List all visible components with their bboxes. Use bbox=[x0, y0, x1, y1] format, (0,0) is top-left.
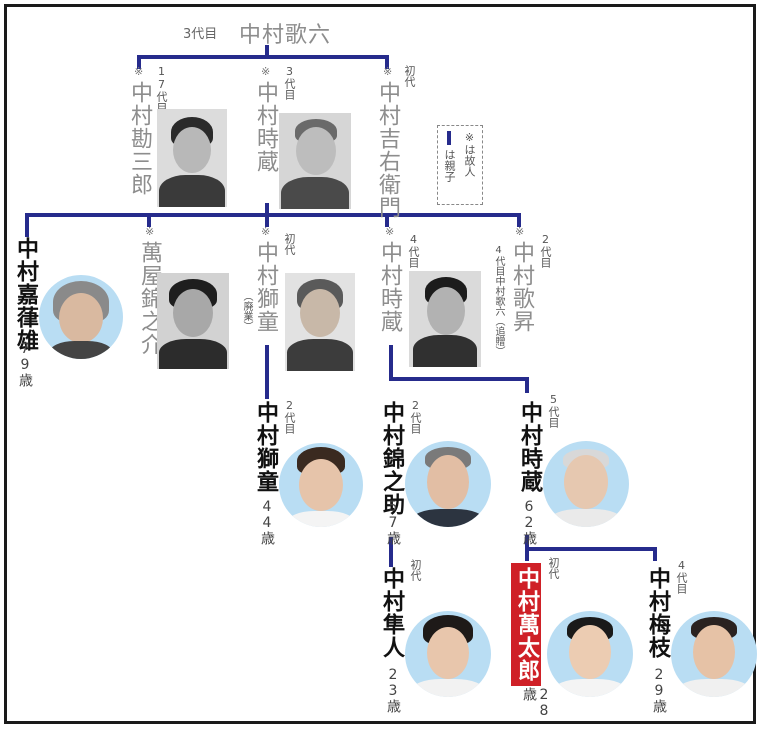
kazuo-portrait bbox=[39, 275, 123, 359]
baishi-generation: 4代目 bbox=[675, 559, 688, 594]
hayato-generation: 初代 bbox=[409, 559, 422, 581]
tokizo5-stem bbox=[525, 535, 529, 551]
kinnosuke2-generation: 2代目 bbox=[409, 399, 422, 434]
tokizo3-photo bbox=[279, 113, 351, 209]
gen4-drop-mantaro bbox=[525, 547, 529, 561]
kanzaburo-photo bbox=[157, 109, 227, 207]
shido1-generation: 初代 bbox=[283, 233, 296, 255]
baishi-portrait bbox=[671, 611, 757, 697]
kazuo-age: 79歳 bbox=[17, 341, 33, 387]
shido1-note: （廃業） bbox=[241, 291, 252, 331]
hayato-age: 23歳 bbox=[385, 667, 401, 713]
gen2-drop-kazuo bbox=[25, 213, 29, 237]
kanzaburo-name: 中村勘三郎 bbox=[127, 81, 152, 196]
kichiemon-generation: 初代 bbox=[403, 65, 416, 87]
tokizo5-age: 62歳 bbox=[521, 499, 537, 545]
baishi-age: 29歳 bbox=[651, 667, 667, 713]
gen3-drop-tokizo5 bbox=[525, 377, 529, 393]
shido1-name: 中村獅童 bbox=[253, 241, 278, 333]
kinnosuke-photo bbox=[157, 273, 229, 369]
legend-parent-child: は親子 bbox=[443, 149, 456, 182]
shido2-age: 44歳 bbox=[259, 499, 275, 545]
tokizo3-stem bbox=[265, 203, 269, 217]
gen2-drop-kinnosuke bbox=[147, 213, 151, 227]
family-tree-diagram: 3代目 中村歌六 ※は故人 は親子 ※ 17代目 中村勘三郎 ※ 3代目 中村時… bbox=[4, 4, 757, 724]
shido-line bbox=[265, 345, 269, 399]
tokizo4-generation: 4代目 bbox=[407, 233, 420, 268]
baishi-name: 中村梅枝 bbox=[645, 567, 670, 659]
kanzaburo-generation: 17代目 bbox=[155, 65, 168, 113]
gen1-drop-kichiemon bbox=[385, 55, 389, 69]
mantaro-generation: 初代 bbox=[547, 557, 560, 579]
root-stem bbox=[265, 45, 269, 59]
tokizo3-deceased-mark: ※ bbox=[261, 65, 271, 78]
tokizo5-portrait bbox=[543, 441, 629, 527]
kasho-note: 4代目中村歌六（追贈） bbox=[493, 245, 504, 356]
tokizo4-name: 中村時蔵 bbox=[377, 241, 402, 333]
legend-deceased: ※は故人 bbox=[463, 131, 476, 177]
kazuo-name: 中村嘉葎雄 bbox=[13, 237, 38, 352]
kanzaburo-deceased-mark: ※ bbox=[134, 65, 144, 78]
shido2-portrait bbox=[279, 443, 363, 527]
gen4-bar bbox=[525, 547, 657, 551]
kinnosuke-hayato-line bbox=[389, 537, 393, 567]
gen2-drop-shido1 bbox=[265, 213, 269, 227]
gen2-bar bbox=[25, 213, 521, 217]
tokizo4-deceased-mark: ※ bbox=[385, 225, 395, 238]
tokizo4-stem bbox=[389, 345, 393, 381]
hayato-name: 中村隼人 bbox=[379, 567, 404, 659]
kinnosuke2-age: 57歳 bbox=[385, 499, 401, 545]
shido2-name: 中村獅童 bbox=[253, 401, 278, 493]
mantaro-age: 28歳 bbox=[521, 687, 552, 719]
mantaro-portrait bbox=[547, 611, 633, 697]
kichiemon-deceased-mark: ※ bbox=[383, 65, 393, 78]
kinnosuke-deceased-mark: ※ bbox=[145, 225, 155, 238]
kinnosuke2-portrait bbox=[405, 441, 491, 527]
shido2-generation: 2代目 bbox=[283, 399, 296, 434]
kasho-generation: 2代目 bbox=[539, 233, 552, 268]
tokizo5-name: 中村時蔵 bbox=[517, 401, 542, 493]
tokizo3-generation: 3代目 bbox=[283, 65, 296, 100]
mantaro-name: 中村萬太郎 bbox=[511, 563, 541, 686]
kasho-deceased-mark: ※ bbox=[515, 225, 525, 238]
kichiemon-name: 中村吉右衛門 bbox=[375, 81, 400, 219]
gen2-drop-tokizo4 bbox=[385, 213, 389, 227]
gen2-drop-kasho bbox=[517, 213, 521, 227]
legend-line-swatch bbox=[447, 131, 451, 145]
gen3-bar bbox=[389, 377, 529, 381]
tokizo3-name: 中村時蔵 bbox=[253, 81, 278, 173]
shido1-photo bbox=[285, 273, 355, 371]
kasho-name: 中村歌昇 bbox=[509, 241, 534, 333]
root-generation: 3代目 bbox=[183, 27, 218, 42]
gen4-drop-baishi bbox=[653, 547, 657, 561]
hayato-portrait bbox=[405, 611, 491, 697]
kinnosuke2-name: 中村錦之助 bbox=[379, 401, 404, 516]
tokizo4-photo bbox=[409, 271, 481, 367]
root-name: 中村歌六 bbox=[239, 23, 332, 48]
tokizo5-generation: 5代目 bbox=[547, 393, 560, 428]
gen1-drop-kanzaburo bbox=[137, 55, 141, 69]
shido1-deceased-mark: ※ bbox=[261, 225, 271, 238]
legend-box bbox=[437, 125, 483, 205]
gen1-bar bbox=[137, 55, 389, 59]
